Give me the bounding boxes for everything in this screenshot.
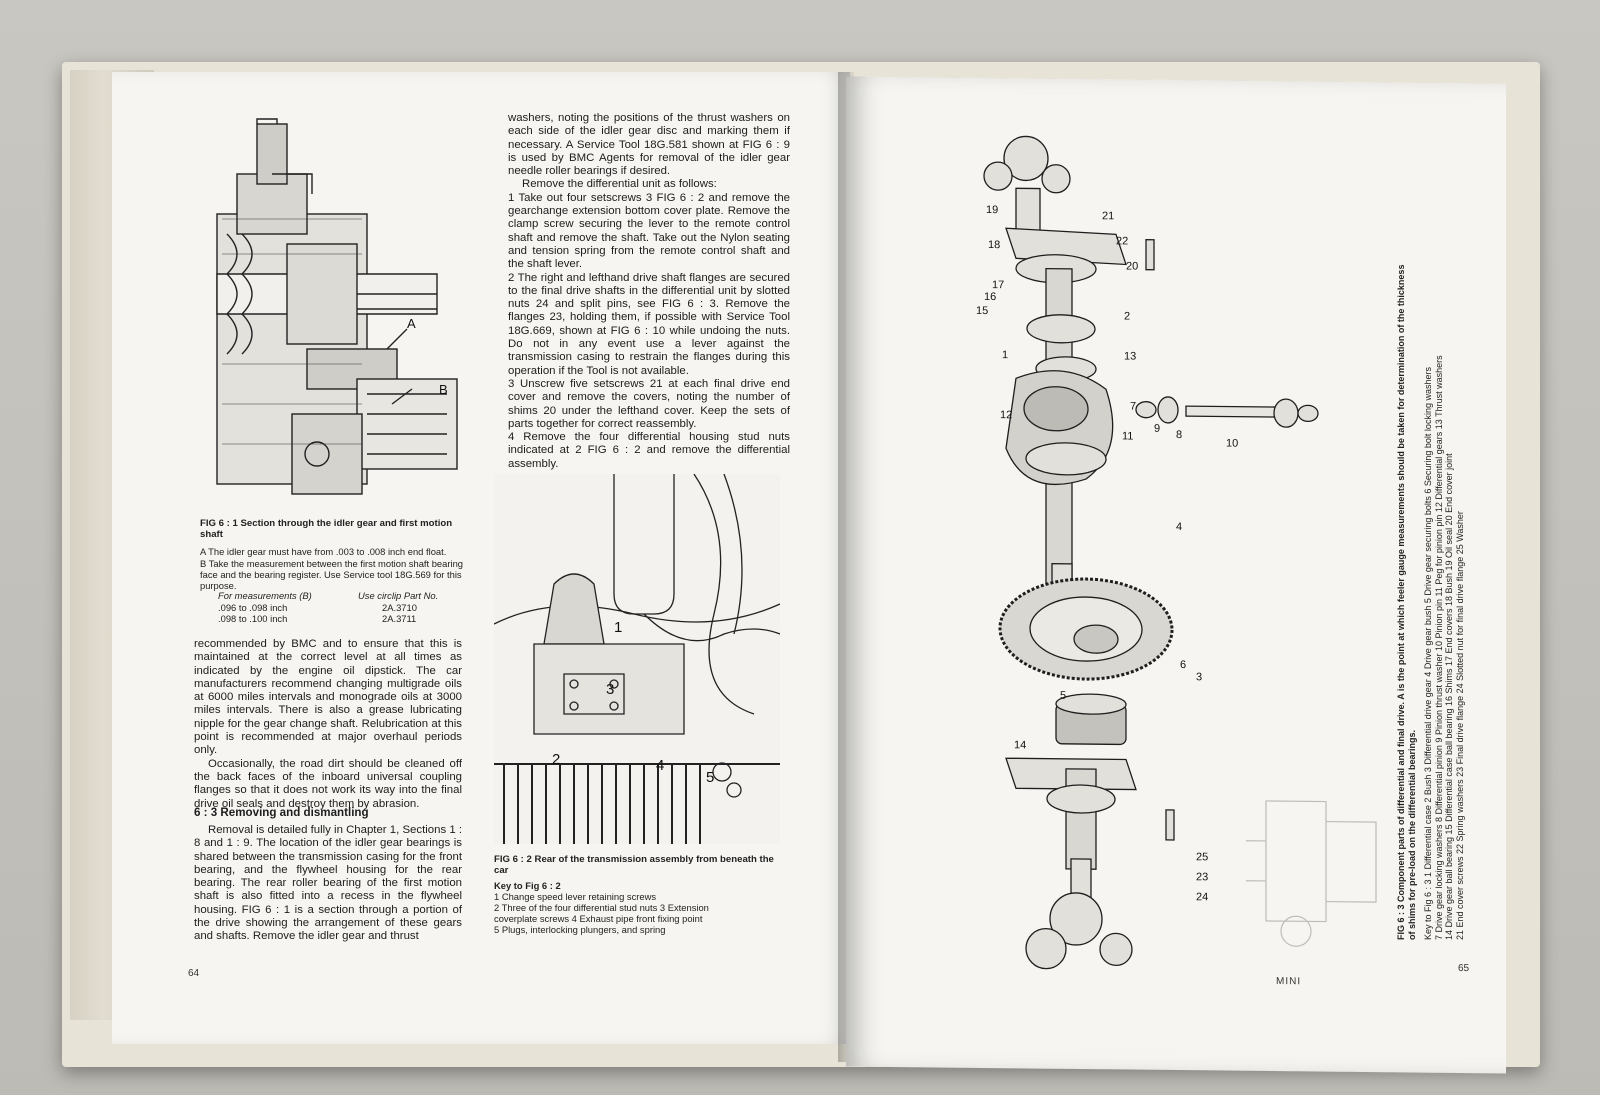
fig-6-3-caption: FIG 6 : 3 Component parts of differentia… bbox=[1396, 140, 1465, 940]
fig2-callout-1: 1 bbox=[614, 619, 622, 636]
fig3-callout: 22 bbox=[1116, 235, 1128, 247]
fig3-callout: 20 bbox=[1126, 260, 1138, 272]
fig-6-1-row-1-part: 2A.3710 bbox=[382, 602, 417, 613]
fig-6-1-row-2-part: 2A.3711 bbox=[382, 613, 417, 624]
fig-6-2-key-line: 2 Three of the four differential stud nu… bbox=[494, 902, 709, 913]
fig-6-2-key-line: 5 Plugs, interlocking plungers, and spri… bbox=[494, 924, 666, 935]
fig3-callout: 3 bbox=[1196, 671, 1202, 683]
footer-title: MINI bbox=[1276, 976, 1302, 988]
fig-6-1-table-head-left: For measurements (B) bbox=[218, 590, 312, 601]
fig-6-1-note-a: A The idler gear must have from .003 to … bbox=[200, 546, 447, 557]
fig-6-2-key-line: 1 Change speed lever retaining screws bbox=[494, 891, 657, 902]
fig3-callout: 4 bbox=[1176, 521, 1182, 533]
caption-line: Key to Fig 6 : 3 1 Differential case 2 B… bbox=[1423, 367, 1433, 940]
fig2-callout-4: 4 bbox=[656, 757, 664, 774]
fig3-callout: 14 bbox=[1014, 739, 1026, 751]
fig-6-1-row-2-range: .098 to .100 inch bbox=[218, 613, 288, 624]
caption-line: 21 End cover screws 22 Spring washers 23… bbox=[1454, 511, 1465, 940]
fig2-callout-5: 5 bbox=[706, 769, 714, 786]
step-1: 1 Take out four setscrews 3 FIG 6 : 2 an… bbox=[508, 191, 790, 271]
fig3-callout: 25 bbox=[1196, 851, 1208, 863]
fig-6-1-note-b: B Take the measurement between the first… bbox=[200, 558, 463, 591]
fig3-callout: 16 bbox=[984, 291, 996, 303]
fig-6-2-title: FIG 6 : 2 Rear of the transmission assem… bbox=[494, 854, 774, 876]
show-through-diagram bbox=[1246, 800, 1377, 947]
paragraph: Remove the differential unit as follows: bbox=[522, 178, 717, 191]
fig-6-2-illustration: 1 2 3 4 5 bbox=[494, 474, 780, 844]
fig-6-2-key-title: Key to Fig 6 : 2 bbox=[494, 880, 561, 891]
fig3-callout: 5 bbox=[1060, 690, 1066, 702]
step-2: 2 The right and lefthand drive shaft fla… bbox=[508, 271, 790, 377]
fig-6-1-title: FIG 6 : 1 Section through the idler gear… bbox=[200, 518, 453, 540]
step-3: 3 Unscrew five setscrews 21 at each fina… bbox=[508, 377, 790, 430]
section-heading: 6 : 3 Removing and dismantling bbox=[194, 806, 369, 819]
fig3-callout: 8 bbox=[1176, 429, 1182, 441]
fig-6-1-illustration: A B bbox=[216, 118, 458, 495]
fig1-callout-b: B bbox=[439, 382, 448, 397]
left-col2-text: washers, noting the positions of the thr… bbox=[508, 112, 790, 471]
fig-6-2-key-line: coverplate screws 4 Exhaust pipe front f… bbox=[494, 913, 703, 924]
right-page: 19 18 17 16 15 1 12 13 11 7 2 3 20 22 21… bbox=[846, 76, 1506, 1074]
caption-line: 14 Drive gear ball bearing 15 Differenti… bbox=[1444, 453, 1454, 940]
fig2-callout-3: 3 bbox=[606, 681, 614, 698]
fig3-callout: 1 bbox=[1002, 349, 1008, 361]
fig3-callout: 11 bbox=[1122, 430, 1133, 442]
fig-6-1-table-head-right: Use circlip Part No. bbox=[358, 590, 439, 601]
left-page: A B FIG 6 : 1 Section through the idler … bbox=[112, 72, 850, 1044]
fig3-callout: 24 bbox=[1196, 891, 1208, 903]
fig-6-1-row-1-range: .096 to .098 inch bbox=[218, 602, 288, 613]
fig3-callout: 7 bbox=[1130, 401, 1136, 413]
fig3-callout: 13 bbox=[1124, 350, 1136, 362]
page-number-left: 64 bbox=[188, 968, 200, 979]
page-number-right: 65 bbox=[1458, 962, 1470, 975]
left-col1-text: recommended by BMC and to ensure that th… bbox=[194, 638, 462, 811]
section-paragraph: Removal is detailed fully in Chapter 1, … bbox=[194, 824, 462, 943]
caption-line: FIG 6 : 3 Component parts of differentia… bbox=[1396, 264, 1406, 940]
fig3-callout: 2 bbox=[1124, 310, 1130, 322]
step-4: 4 Remove the four differential housing s… bbox=[508, 431, 790, 470]
fig3-callout: 23 bbox=[1196, 871, 1208, 883]
paragraph: Occasionally, the road dirt should be cl… bbox=[194, 757, 462, 810]
caption-line: of shims for pre-load on the differentia… bbox=[1406, 729, 1417, 940]
fig3-callout: 6 bbox=[1180, 659, 1186, 671]
fig-6-3-exploded-diagram: 19 18 17 16 15 1 12 13 11 7 2 3 20 22 21… bbox=[976, 135, 1319, 970]
fig1-callout-a: A bbox=[407, 316, 416, 331]
paragraph: recommended by BMC and to ensure that th… bbox=[194, 638, 462, 757]
fig3-callout: 9 bbox=[1154, 423, 1160, 435]
fig3-callout: 19 bbox=[986, 204, 998, 216]
paragraph: washers, noting the positions of the thr… bbox=[508, 112, 790, 178]
fig3-callout: 10 bbox=[1226, 438, 1238, 450]
fig3-callout: 18 bbox=[988, 239, 1000, 251]
fig3-callout: 21 bbox=[1102, 210, 1114, 222]
fig3-callout: 15 bbox=[976, 305, 988, 317]
caption-line: 7 Drive gear locking washers 8 Different… bbox=[1433, 355, 1444, 940]
fig2-callout-2: 2 bbox=[552, 751, 560, 768]
fig3-callout: 12 bbox=[1000, 409, 1012, 421]
fig3-callout: 17 bbox=[992, 279, 1004, 291]
